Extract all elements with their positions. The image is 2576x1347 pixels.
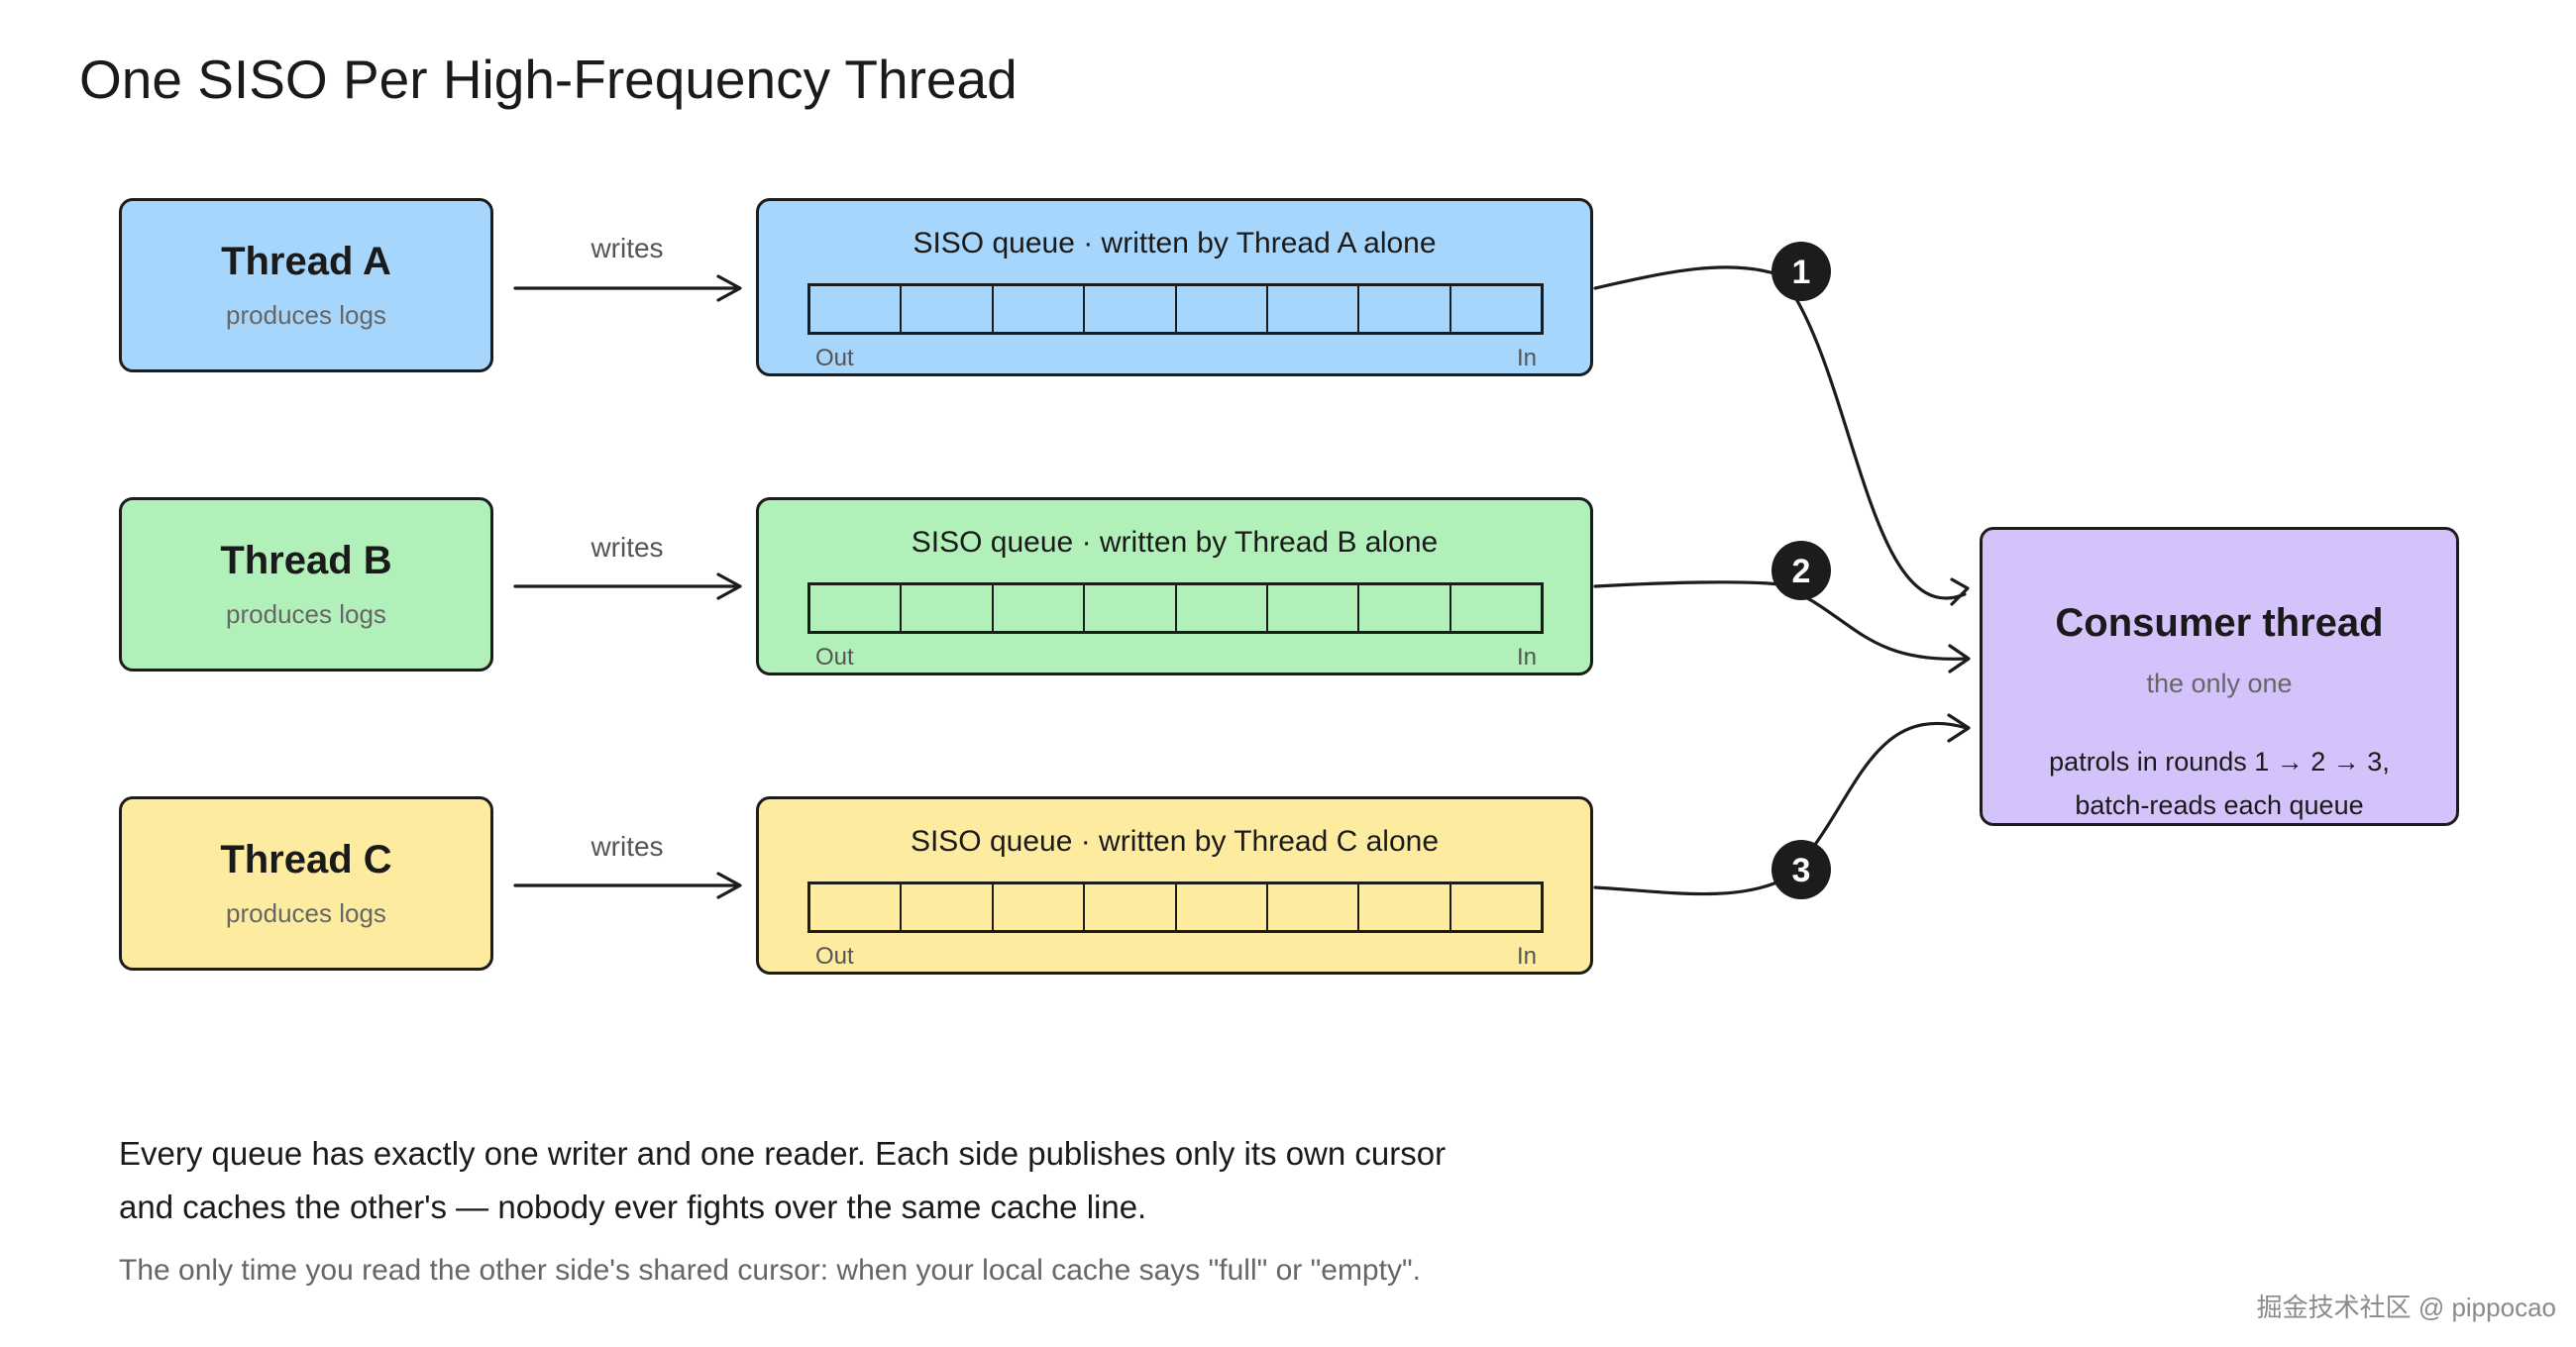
queue-slot xyxy=(1085,884,1177,930)
connector-a-head xyxy=(1950,577,1970,606)
connector-b-head xyxy=(1948,644,1971,674)
writes-label-b: writes xyxy=(590,532,664,563)
step-badge-1: 1 xyxy=(1771,242,1831,301)
step-badge-3: 3 xyxy=(1771,840,1831,899)
thread-a-box: Thread A produces logs xyxy=(119,198,493,372)
thread-b-box: Thread B produces logs xyxy=(119,497,493,672)
writes-label-a: writes xyxy=(590,233,664,263)
queue-b-slots xyxy=(807,582,1544,634)
queue-slot xyxy=(1177,286,1268,332)
writes-arrow-c-head xyxy=(716,872,742,899)
writes-label-c: writes xyxy=(590,831,664,862)
queue-b-title: SISO queue · written by Thread B alone xyxy=(911,526,1439,559)
step-badge-2: 2 xyxy=(1771,541,1831,600)
consumer-sub: the only one xyxy=(2146,669,2293,698)
footer-line1: Every queue has exactly one writer and o… xyxy=(119,1135,1447,1172)
queue-b-out-label: Out xyxy=(815,644,854,671)
consumer-name: Consumer thread xyxy=(2055,601,2384,645)
queue-c-out-label: Out xyxy=(815,943,854,970)
thread-c-box: Thread C produces logs xyxy=(119,796,493,971)
queue-slot xyxy=(810,286,903,332)
thread-b-sub: produces logs xyxy=(226,599,386,629)
thread-a-sub: produces logs xyxy=(226,300,386,330)
queue-c-title: SISO queue · written by Thread C alone xyxy=(910,825,1440,858)
queue-b-box: SISO queue · written by Thread B alone O… xyxy=(756,497,1593,675)
writes-arrow-a-head xyxy=(716,274,742,302)
consumer-desc-line1: patrols in rounds 1 → 2 → 3, xyxy=(2049,747,2390,777)
queue-slot xyxy=(1085,286,1177,332)
thread-b-name: Thread B xyxy=(220,539,392,582)
queue-slot xyxy=(902,884,994,930)
diagram-title: One SISO Per High-Frequency Thread xyxy=(79,49,1018,110)
footer-notes: Every queue has exactly one writer and o… xyxy=(119,1127,1446,1297)
step-badge-3-label: 3 xyxy=(1792,852,1811,889)
connector-b xyxy=(1593,580,1969,661)
queue-c-in-label: In xyxy=(1516,943,1537,970)
step-badge-1-label: 1 xyxy=(1792,254,1811,291)
connector-a xyxy=(1593,265,1967,600)
consumer-desc-line2: batch-reads each queue xyxy=(2075,790,2364,820)
queue-slot xyxy=(1268,286,1360,332)
queue-slot xyxy=(1359,286,1451,332)
queue-slot xyxy=(1177,585,1268,631)
queue-slot xyxy=(902,286,994,332)
consumer-thread-box: Consumer thread the only one patrols in … xyxy=(1980,527,2459,826)
step-badge-2-label: 2 xyxy=(1792,553,1811,590)
thread-c-sub: produces logs xyxy=(226,898,386,928)
queue-c-box: SISO queue · written by Thread C alone O… xyxy=(756,796,1593,975)
thread-a-name: Thread A xyxy=(221,240,391,283)
queue-slot xyxy=(810,585,903,631)
queue-slot xyxy=(994,884,1086,930)
queue-a-slots xyxy=(807,283,1544,335)
thread-c-name: Thread C xyxy=(220,838,392,881)
queue-c-slots xyxy=(807,881,1544,933)
writes-arrow-b-head xyxy=(716,572,742,600)
queue-slot xyxy=(994,286,1086,332)
connector-c-head xyxy=(1947,713,1971,743)
queue-slot xyxy=(994,585,1086,631)
queue-slot xyxy=(1177,884,1268,930)
queue-slot xyxy=(1268,884,1360,930)
footer-note: The only time you read the other side's … xyxy=(119,1254,1421,1287)
queue-b-in-label: In xyxy=(1516,644,1537,671)
queue-slot xyxy=(1085,585,1177,631)
queue-slot xyxy=(1268,585,1360,631)
queue-slot xyxy=(1359,884,1451,930)
queue-slot xyxy=(902,585,994,631)
queue-a-out-label: Out xyxy=(815,345,854,371)
consumer-desc: patrols in rounds 1 → 2 → 3, batch-reads… xyxy=(1983,740,2456,827)
queue-a-in-label: In xyxy=(1516,345,1537,371)
queue-a-title: SISO queue · written by Thread A alone xyxy=(912,227,1437,259)
watermark-text: 掘金技术社区 @ pippocao xyxy=(2256,1293,2556,1322)
queue-a-box: SISO queue · written by Thread A alone O… xyxy=(756,198,1593,376)
footer-line2: and caches the other's — nobody ever fig… xyxy=(119,1189,1147,1225)
queue-slot xyxy=(810,884,903,930)
queue-slot xyxy=(1359,585,1451,631)
